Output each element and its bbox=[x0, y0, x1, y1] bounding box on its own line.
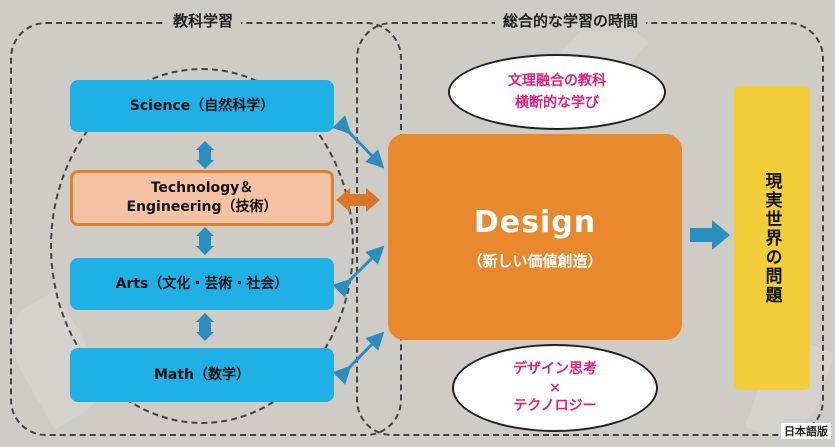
vertical-arrow-arts-math bbox=[196, 313, 214, 341]
subject-learning-title: 教科学習 bbox=[165, 10, 242, 31]
design-title: Design bbox=[473, 204, 597, 240]
arrow-math-design bbox=[332, 331, 385, 385]
science-label: Science（自然科学） bbox=[129, 97, 275, 114]
technology-engineering-label: Technology＆ Engineering（技術） bbox=[126, 180, 278, 215]
real-world-problems-label: 現実世界の問題 bbox=[761, 171, 782, 305]
math-label: Math（数学） bbox=[153, 366, 251, 383]
arts-label: Arts（文化・芸術・社会） bbox=[115, 275, 289, 292]
design-box: Design （新しい価値創造） bbox=[388, 134, 682, 340]
design-subtitle: （新しい価値創造） bbox=[467, 252, 603, 271]
arts-box: Arts（文化・芸術・社会） bbox=[70, 258, 334, 310]
vertical-arrow-tech-arts bbox=[196, 227, 214, 255]
arrow-tech-design bbox=[336, 188, 380, 212]
bottom-speech-bubble: デザイン思考 × テクノロジー bbox=[452, 344, 658, 432]
math-box: Math（数学） bbox=[70, 348, 334, 402]
bottom-bubble-line-3: テクノロジー bbox=[513, 398, 597, 415]
top-bubble-line-2: 横断的な学び bbox=[515, 95, 599, 111]
real-world-problems-box: 現実世界の問題 bbox=[734, 86, 810, 390]
top-speech-bubble: 文理融合の教科 横断的な学び bbox=[448, 54, 666, 130]
bottom-bubble-line-2: × bbox=[549, 379, 561, 396]
arrow-design-real-world bbox=[690, 220, 730, 250]
vertical-arrow-science-tech bbox=[196, 141, 214, 169]
arrow-science-design bbox=[332, 115, 385, 169]
corner-label: 日本語版 bbox=[781, 423, 831, 439]
integrated-learning-title: 総合的な学習の時間 bbox=[495, 10, 647, 31]
science-box: Science（自然科学） bbox=[70, 80, 334, 132]
bottom-bubble-line-1: デザイン思考 bbox=[513, 360, 597, 377]
top-bubble-line-1: 文理融合の教科 bbox=[508, 72, 606, 89]
arrow-arts-design bbox=[332, 245, 385, 298]
technology-engineering-box: Technology＆ Engineering（技術） bbox=[70, 170, 334, 226]
